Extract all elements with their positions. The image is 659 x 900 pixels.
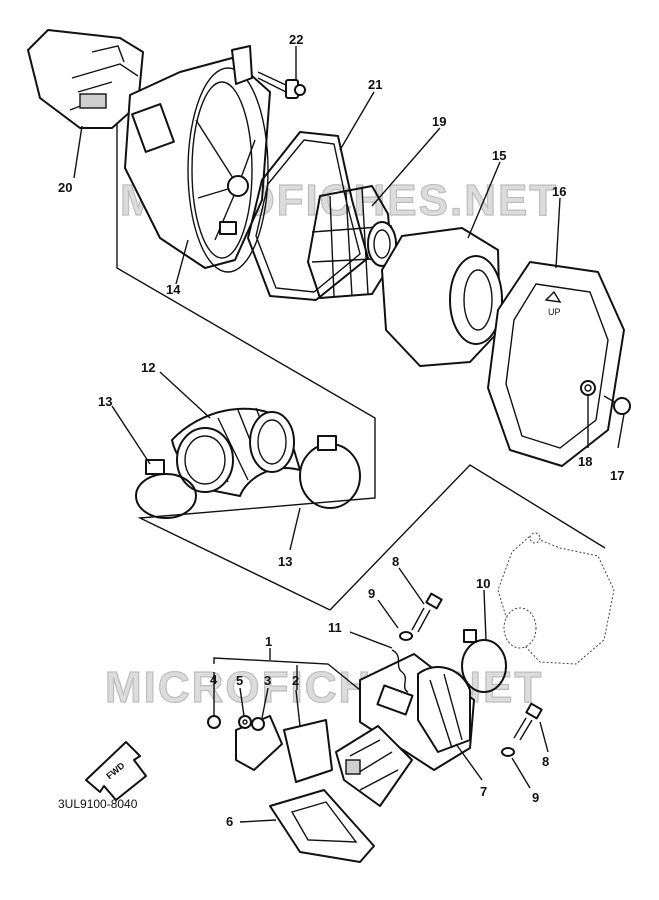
spring-part-11	[391, 649, 409, 693]
fwd-arrow-icon: FWD	[85, 741, 147, 801]
gasket-part-6	[269, 789, 375, 863]
callout-8-upper: 8	[392, 554, 399, 569]
callout-1: 1	[265, 634, 272, 649]
callout-19: 19	[432, 114, 446, 129]
up-marking: UP	[548, 307, 561, 317]
bolt-part-8-lower	[513, 702, 543, 741]
group-bracket-upper	[116, 118, 376, 611]
callout-3: 3	[264, 673, 271, 688]
callout-4: 4	[210, 672, 218, 687]
filter-cover-part-16: UP	[487, 261, 625, 467]
manifold-part-7	[359, 653, 475, 771]
callout-9-lower: 9	[532, 790, 539, 805]
bolt-part-22	[257, 71, 306, 99]
callout-6: 6	[226, 814, 233, 829]
carburetor-outline	[497, 532, 615, 665]
callout-8-lower: 8	[542, 754, 549, 769]
clamp-part-13-right	[299, 435, 361, 509]
callout-20: 20	[58, 180, 72, 195]
washer-part-18	[580, 380, 596, 396]
intake-hose-part-12	[171, 407, 301, 497]
group-bracket-lower	[329, 464, 606, 611]
clamp-part-10	[461, 629, 507, 693]
callout-2: 2	[292, 673, 299, 688]
callout-13-upper: 13	[98, 394, 112, 409]
callout-7: 7	[480, 784, 487, 799]
callout-15: 15	[492, 148, 506, 163]
washer-part-9-lower	[501, 747, 515, 757]
screw-part-17	[603, 395, 631, 415]
reed-block-part-1	[335, 725, 413, 807]
seal-ring-part-21	[247, 131, 369, 301]
watermark-bottom: MICROFICHES.NET	[105, 663, 543, 712]
callout-16: 16	[552, 184, 566, 199]
reed-stopper-part-3	[235, 715, 283, 771]
washer-part-5	[238, 715, 252, 729]
callout-9-upper: 9	[368, 586, 375, 601]
callout-10: 10	[476, 576, 490, 591]
duct-cover-part-20	[27, 29, 144, 129]
bolt-part-8-upper	[411, 592, 443, 633]
callout-14: 14	[166, 282, 181, 297]
callout-17: 17	[610, 468, 624, 483]
drawing-code: 3UL9100-8040	[58, 797, 138, 811]
callout-18: 18	[578, 454, 592, 469]
filter-cage-part-19	[307, 185, 397, 299]
callout-22: 22	[289, 32, 303, 47]
washer-part-9-upper	[399, 631, 413, 641]
callout-5: 5	[236, 673, 243, 688]
callout-21: 21	[368, 77, 382, 92]
foam-filter-part-15	[381, 227, 503, 367]
screw-part-4	[207, 715, 221, 729]
callout-labels: 22 21 19 15 16 20 14 12 13 13 18 17 8 9 …	[58, 32, 624, 829]
callout-13-lower: 13	[278, 554, 292, 569]
callout-11: 11	[328, 620, 342, 635]
leader-lines	[73, 46, 625, 823]
callout-12: 12	[141, 360, 155, 375]
reed-part-2	[283, 719, 333, 783]
air-box-part-14	[124, 45, 271, 273]
